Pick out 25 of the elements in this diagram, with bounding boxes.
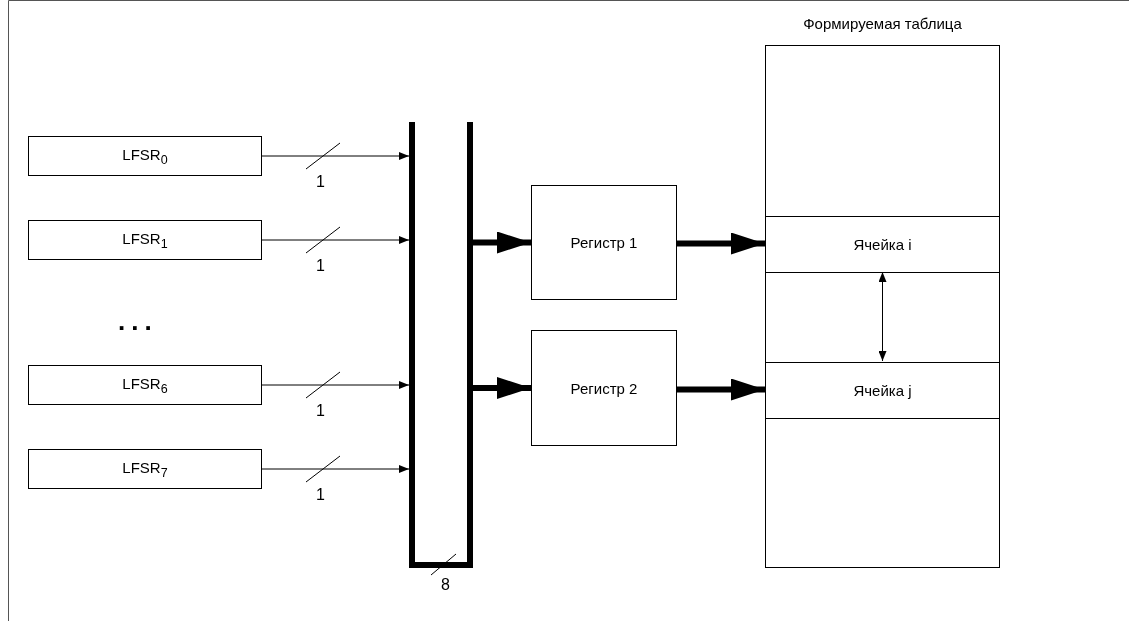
arrow: [261, 152, 410, 160]
arrow: [677, 378, 765, 401]
arrow: [261, 236, 410, 244]
block-box: LFSR$_{1}$: [28, 220, 262, 260]
edge-label: 1: [316, 257, 325, 275]
block-box: LFSR$_{6}$: [28, 365, 262, 405]
block-box: Регистр 1: [531, 185, 677, 300]
table-heading: Формируемая таблица: [803, 15, 962, 32]
arrow: [473, 377, 531, 399]
arrow: [261, 381, 410, 389]
arrow: [677, 232, 765, 255]
block-box: LFSR$_{0}$: [28, 136, 262, 176]
bus-width-label: 8: [441, 576, 450, 594]
arrow: [261, 465, 410, 473]
edge-label: 1: [316, 173, 325, 191]
block-box: Регистр 2: [531, 330, 677, 446]
bus-bar: [409, 122, 473, 568]
arrow: [473, 231, 531, 254]
table-cell: Ячейка i: [766, 216, 999, 273]
edge-label: 1: [316, 486, 325, 504]
edge-label: 1: [316, 402, 325, 420]
ellipsis-dots: ...: [118, 306, 158, 337]
table-cell: Ячейка j: [766, 362, 999, 419]
double-arrow: [878, 271, 887, 362]
block-box: LFSR$_{7}$: [28, 449, 262, 489]
